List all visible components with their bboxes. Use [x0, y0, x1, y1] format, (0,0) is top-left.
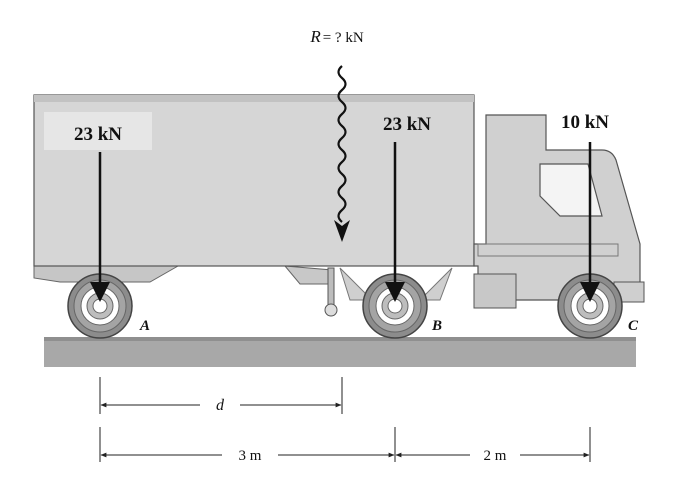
dim-ab-label: 3 m: [239, 448, 262, 464]
landing-gear: [327, 267, 335, 307]
point-label-b: B: [431, 318, 442, 334]
label-panel: [44, 112, 152, 150]
dim-bc-label: 2 m: [484, 448, 507, 464]
resultant-label: R= ? kN: [309, 27, 364, 46]
point-label-a: A: [139, 318, 150, 334]
dim-d-label: d: [216, 397, 225, 414]
point-label-c: C: [628, 318, 639, 334]
load-label-c: 10 kN: [561, 112, 609, 133]
ground: [44, 337, 636, 367]
resultant-arrow: [337, 65, 347, 223]
load-label-b: 23 kN: [383, 114, 431, 135]
cab-window: [539, 163, 603, 217]
load-label-a: 23 kN: [74, 124, 122, 145]
